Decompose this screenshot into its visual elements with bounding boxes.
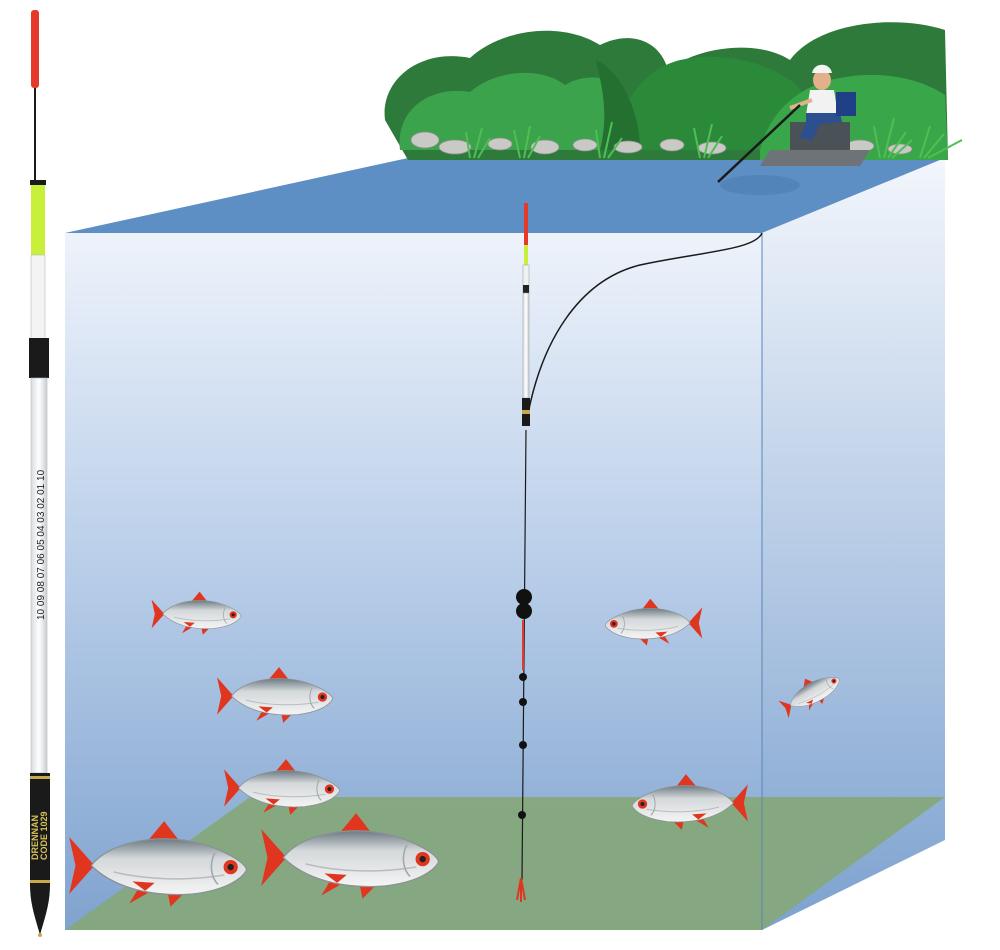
split-shot bbox=[518, 811, 526, 819]
lake-bed bbox=[65, 797, 945, 930]
split-shot bbox=[519, 673, 527, 681]
split-shot bbox=[516, 603, 532, 619]
split-shot bbox=[516, 589, 532, 605]
float-sight-band bbox=[31, 180, 45, 255]
angler-icon bbox=[789, 64, 856, 140]
split-shot bbox=[519, 741, 527, 749]
fishing-rod bbox=[717, 104, 801, 183]
float-base bbox=[30, 773, 50, 935]
water-block bbox=[65, 158, 945, 930]
float-brand-label: DRENNAN bbox=[30, 815, 40, 860]
bush-light-icon bbox=[399, 72, 640, 150]
fishing-line bbox=[525, 232, 763, 426]
bait-icon bbox=[516, 877, 526, 902]
grass bbox=[465, 117, 963, 159]
river-bank bbox=[384, 22, 963, 195]
water-side-face bbox=[762, 158, 945, 930]
float-depth-scale: 10 09 08 07 06 05 04 03 02 01 10 bbox=[36, 469, 47, 620]
float-graphic: 10 09 08 07 06 05 04 03 02 01 10 DRENNAN… bbox=[29, 10, 50, 937]
split-shot bbox=[519, 698, 527, 706]
float-model-label: CODE 1029 bbox=[39, 811, 49, 860]
float-tip bbox=[31, 10, 39, 88]
float-rig bbox=[516, 203, 763, 902]
